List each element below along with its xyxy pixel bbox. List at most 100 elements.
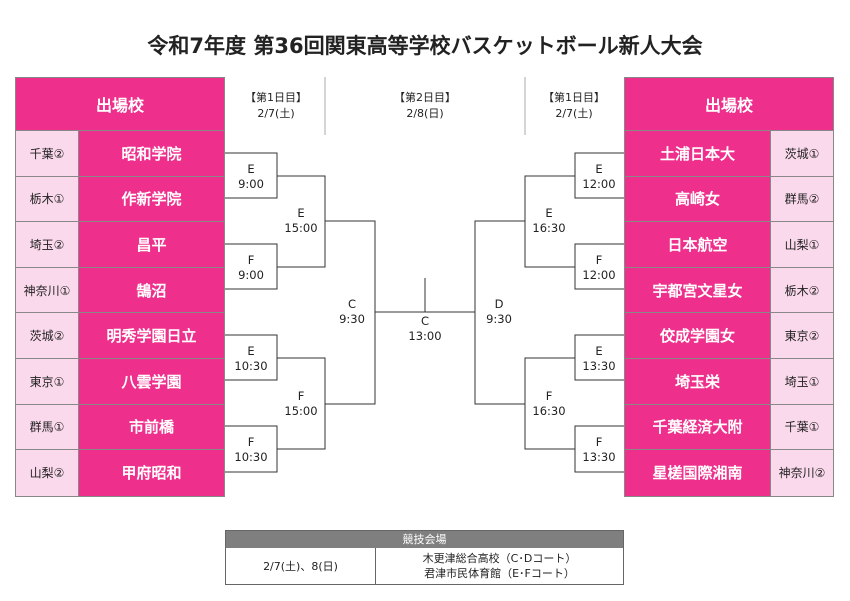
game-court: E xyxy=(545,206,553,220)
team-row: 高崎女群馬② xyxy=(625,176,833,223)
venue-dates: 2/7(土)、8(日) xyxy=(226,548,376,584)
school-name: 昌平 xyxy=(79,222,224,267)
game-court: F xyxy=(595,435,603,449)
game-time: 9:00 xyxy=(238,177,264,191)
day-date: 2/8(日) xyxy=(406,107,444,120)
game-time: 15:00 xyxy=(284,221,318,235)
game-time: 13:00 xyxy=(408,329,442,343)
school-name: 埼玉栄 xyxy=(625,358,770,404)
game-time: 9:30 xyxy=(339,312,365,326)
game-time: 12:00 xyxy=(582,268,616,282)
prefecture: 東京② xyxy=(770,313,833,358)
day-label: 【第1日目】 xyxy=(543,91,605,104)
team-row: 宇都宮文星女栃木② xyxy=(625,267,833,314)
game-court: E xyxy=(247,344,255,358)
game-court: F xyxy=(595,253,603,267)
school-name: 昭和学院 xyxy=(79,131,224,176)
day-label-right: 【第1日目】 2/7(土) xyxy=(524,90,624,122)
prefecture: 山梨② xyxy=(16,450,79,496)
school-name: 市前橋 xyxy=(79,404,224,450)
prefecture: 茨城① xyxy=(770,131,833,176)
team-row: 星槎国際湘南神奈川② xyxy=(625,450,833,496)
school-name: 千葉経済大附 xyxy=(625,404,770,450)
venue-header: 競技会場 xyxy=(226,531,623,548)
venue-place: 君津市民体育館（E･Fコート） xyxy=(424,567,575,580)
school-name: 作新学院 xyxy=(79,176,224,222)
game-time: 16:30 xyxy=(532,404,566,418)
game-court: D xyxy=(494,297,504,311)
prefecture: 栃木② xyxy=(770,267,833,313)
prefecture: 埼玉② xyxy=(16,222,79,267)
day-label: 【第2日目】 xyxy=(394,91,456,104)
game-court: C xyxy=(420,314,430,328)
prefecture: 東京① xyxy=(16,358,79,404)
prefecture: 神奈川② xyxy=(770,450,833,496)
team-row: 土浦日本大茨城① xyxy=(625,131,833,177)
prefecture: 山梨① xyxy=(770,222,833,267)
prefecture: 栃木① xyxy=(16,176,79,222)
prefecture: 埼玉① xyxy=(770,358,833,404)
school-name: 佼成学園女 xyxy=(625,313,770,358)
table-header: 出場校 xyxy=(625,78,833,131)
game-court: F xyxy=(545,389,553,403)
day-date: 2/7(土) xyxy=(555,107,593,120)
table-header: 出場校 xyxy=(16,78,224,131)
game-court: F xyxy=(247,253,255,267)
game-time: 15:00 xyxy=(284,404,318,418)
team-row: 埼玉栄埼玉① xyxy=(625,358,833,405)
game-time: 16:30 xyxy=(532,221,566,235)
game-time: 13:30 xyxy=(582,450,616,464)
venue-place: 木更津総合高校（C･Dコート） xyxy=(422,552,577,565)
game-court: F xyxy=(297,389,305,403)
school-name: 宇都宮文星女 xyxy=(625,267,770,313)
game-time: 9:30 xyxy=(486,312,512,326)
prefecture: 千葉② xyxy=(16,131,79,176)
school-name: 日本航空 xyxy=(625,222,770,267)
school-name: 高崎女 xyxy=(625,176,770,222)
prefecture: 千葉① xyxy=(770,404,833,450)
team-row: 佼成学園女東京② xyxy=(625,313,833,359)
prefecture: 茨城② xyxy=(16,313,79,358)
prefecture: 群馬② xyxy=(770,176,833,222)
school-name: 鵠沼 xyxy=(79,267,224,313)
game-time: 10:30 xyxy=(234,450,268,464)
game-court: E xyxy=(247,162,255,176)
school-name: 明秀学園日立 xyxy=(79,313,224,358)
prefecture: 群馬① xyxy=(16,404,79,450)
game-court: E xyxy=(595,162,603,176)
game-time: 9:00 xyxy=(238,268,264,282)
game-time: 10:30 xyxy=(234,359,268,373)
game-time: 13:30 xyxy=(582,359,616,373)
game-time: 12:00 xyxy=(582,177,616,191)
page-title: 令和7年度 第36回関東高等学校バスケットボール新人大会 xyxy=(147,34,703,58)
team-row: 日本航空山梨① xyxy=(625,222,833,268)
day-date: 2/7(土) xyxy=(257,107,295,120)
game-court: E xyxy=(595,344,603,358)
school-name: 八雲学園 xyxy=(79,358,224,404)
school-name: 甲府昭和 xyxy=(79,450,224,496)
school-name: 星槎国際湘南 xyxy=(625,450,770,496)
